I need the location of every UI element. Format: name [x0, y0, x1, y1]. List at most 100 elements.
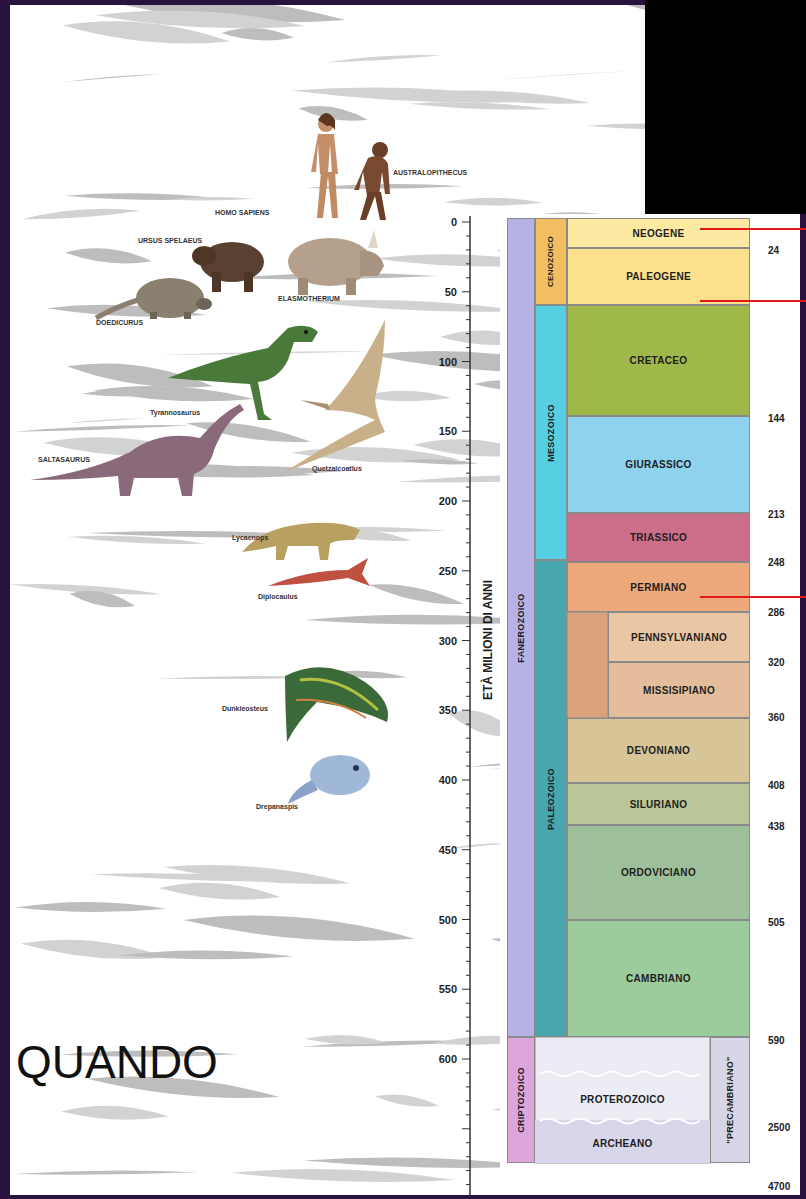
period-name: PROTEROZOICO [580, 1094, 665, 1105]
precambrian-band [535, 1037, 710, 1163]
animal-name: Diplocaulus [258, 593, 298, 600]
period-name: MISSISIPIANO [643, 685, 715, 696]
boundary-age: 505 [768, 917, 785, 928]
carbonifero-band [567, 612, 608, 718]
sauropod [30, 404, 244, 496]
axis-tick [466, 528, 470, 529]
axis-tick-label: 450 [439, 844, 457, 856]
unconformity-line [540, 1119, 700, 1124]
rock-streak [409, 102, 550, 109]
axis-tick-label: 550 [439, 983, 457, 995]
axis-tick [466, 249, 470, 250]
axis-tick [466, 1114, 470, 1115]
period-name: PALEOGENE [626, 271, 691, 282]
lycaenops [242, 523, 360, 560]
axis-tick [466, 835, 470, 836]
period-name: CAMBRIANO [626, 973, 691, 984]
rock-streak [586, 124, 727, 130]
axis-tick [466, 277, 470, 278]
period-band: MISSISIPIANO [608, 662, 750, 718]
axis-tick [466, 417, 470, 418]
axis-tick [466, 1031, 470, 1032]
era-name: CRIPTOZOICO [516, 1067, 526, 1133]
rock-streak [443, 198, 543, 206]
axis-tick [466, 445, 470, 446]
rock-streak [165, 197, 255, 201]
axis-tick [466, 696, 470, 697]
marker-line [700, 228, 806, 230]
axis-tick [466, 1086, 470, 1087]
axis-tick [466, 235, 470, 236]
marker-line [700, 596, 806, 598]
axis-tick [466, 877, 470, 878]
rock-streak [305, 1035, 386, 1044]
era-band: CRIPTOZOICO [507, 1037, 535, 1163]
period-band: ARCHEANO [545, 1128, 700, 1158]
elasmotherium [288, 230, 384, 295]
theropod [168, 326, 318, 420]
axis-tick [466, 724, 470, 725]
axis-tick [466, 1100, 470, 1101]
axis-tick [466, 612, 470, 613]
archean-ground [535, 1120, 710, 1163]
axis-tick [466, 584, 470, 585]
axis-tick [466, 975, 470, 976]
axis-tick [466, 1142, 470, 1143]
dark-corner [645, 0, 806, 214]
period-name: PENNSYLVANIANO [631, 632, 727, 643]
axis-tick-label: 0 [451, 216, 457, 228]
axis-tick [466, 863, 470, 864]
rock-streak [369, 584, 464, 604]
axis-tick [462, 919, 470, 920]
period-name: ARCHEANO [592, 1138, 652, 1149]
period-band: DEVONIANO [567, 718, 750, 783]
rock-streak [96, 10, 305, 28]
diplocaulus [268, 558, 370, 586]
axis-tick-label: 400 [439, 774, 457, 786]
period-band: PERMIANO [567, 562, 750, 612]
axis-ticks [462, 222, 470, 1185]
axis-tick [466, 389, 470, 390]
rock-streak [69, 591, 135, 608]
axis-tick [462, 640, 470, 641]
axis-tick [466, 556, 470, 557]
homo-sapiens [311, 113, 338, 218]
era-band: "PRECAMBRIANO" [710, 1037, 750, 1163]
unconformity-line [540, 1072, 700, 1077]
axis-tick [466, 668, 470, 669]
period-name: TRIASSICO [630, 532, 687, 543]
axis-tick-label: 250 [439, 565, 457, 577]
axis-tick [466, 905, 470, 906]
axis-tick [466, 807, 470, 808]
period-band: NEOGENE [567, 218, 750, 248]
rock-streak [93, 386, 254, 401]
rock-streak [495, 71, 635, 80]
section-title: QUANDO [16, 1035, 218, 1089]
axis-tick [466, 459, 470, 460]
period-band: CRETACEO [567, 305, 750, 416]
axis-tick [466, 403, 470, 404]
axis-tick [466, 305, 470, 306]
boundary-age: 213 [768, 509, 785, 520]
axis-tick [462, 361, 470, 362]
axis-tick [466, 333, 470, 334]
boundary-age: 320 [768, 657, 785, 668]
rock-texture [10, 0, 806, 1182]
period-name: SILURIANO [630, 799, 688, 810]
axis-title: ETÀ MILIONI DI ANNI [481, 580, 495, 700]
animal-name: AUSTRALOPITHECUS [393, 169, 467, 176]
animal-name: SALTASAURUS [38, 456, 90, 463]
period-band: PENNSYLVANIANO [608, 612, 750, 662]
axis-tick [462, 431, 470, 432]
axis-tick-label: 350 [439, 704, 457, 716]
axis-tick [462, 222, 470, 223]
animal-name: Quetzalcoatlus [312, 465, 362, 472]
quetzalcoatlus [285, 320, 385, 472]
rock-streak [65, 248, 152, 263]
axis-tick-label: 150 [439, 425, 457, 437]
axis-tick [466, 626, 470, 627]
axis-tick [462, 710, 470, 711]
axis-tick-label: 200 [439, 495, 457, 507]
rock-streak [14, 425, 191, 432]
